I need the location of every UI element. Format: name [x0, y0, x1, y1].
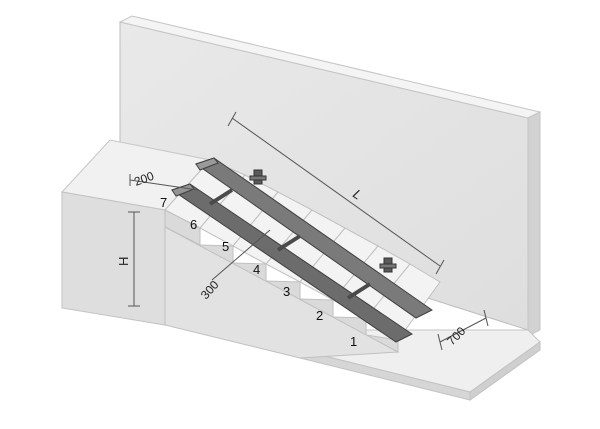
- step-number-1: 1: [350, 334, 357, 349]
- dim-L-line: [231, 117, 441, 267]
- step-number-4: 4: [253, 262, 260, 277]
- upper-rail-top: [195, 157, 219, 171]
- mount-bracket-upper: [249, 169, 267, 185]
- rail-assembly: [170, 157, 433, 343]
- step-number-2: 2: [316, 308, 323, 323]
- floor-right: [469, 341, 541, 401]
- label-200: 200: [132, 169, 156, 189]
- mount-bracket-lower: [379, 257, 397, 273]
- stair-side-face: [164, 226, 400, 359]
- step-number-7: 7: [160, 195, 167, 210]
- step-number-3: 3: [283, 284, 290, 299]
- dim-200-line: [129, 179, 199, 191]
- rail-crossbar-1: [208, 188, 234, 206]
- step-number-6: 6: [190, 217, 197, 232]
- rail-crossbar-3: [346, 282, 372, 300]
- rail-crossbar-2: [276, 234, 302, 252]
- dim-700-line: [439, 317, 487, 343]
- wall-right-side: [527, 111, 541, 337]
- dimension-lines: [128, 111, 489, 351]
- upper-platform-front: [61, 191, 166, 326]
- label-H: H: [116, 257, 131, 266]
- step-number-labels: 1 2 3 4 5 6 7: [160, 195, 357, 349]
- dim-300-line: [211, 229, 271, 281]
- step-number-5: 5: [222, 239, 229, 254]
